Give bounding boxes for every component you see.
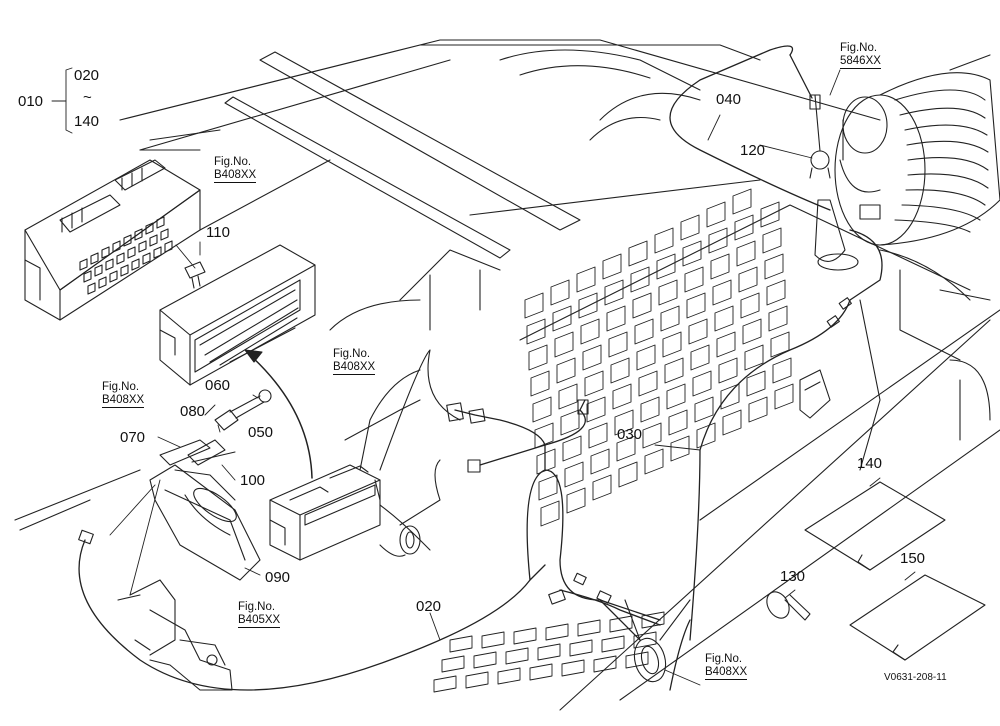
part-label-110: 110 bbox=[206, 224, 230, 241]
lamp-bulb bbox=[214, 389, 272, 431]
fuse-box-lid bbox=[159, 244, 316, 386]
part-label-020: 020 bbox=[416, 598, 442, 615]
fig-ref-battery: Fig.No. B408XX bbox=[333, 348, 376, 376]
fuse-box bbox=[24, 159, 201, 321]
part-label-020-range: 020 bbox=[74, 67, 100, 84]
fig-ref-prefix: Fig.No. bbox=[102, 381, 140, 393]
part-label-050: 050 bbox=[248, 424, 274, 441]
fig-ref-prefix: Fig.No. bbox=[214, 156, 252, 168]
lamp-gasket bbox=[159, 439, 236, 466]
fig-ref-number: B408XX bbox=[102, 394, 145, 409]
battery-box bbox=[269, 464, 381, 561]
machine-body-outline bbox=[119, 39, 1000, 711]
part-label-080: 080 bbox=[180, 403, 206, 420]
fig-ref-prefix: Fig.No. bbox=[333, 348, 371, 360]
fig-ref-number: B405XX bbox=[238, 614, 281, 629]
harness-040 bbox=[669, 45, 831, 211]
part-label-060: 060 bbox=[205, 377, 231, 394]
range-tilde: ~ bbox=[83, 89, 92, 106]
part-label-040: 040 bbox=[716, 91, 742, 108]
assembly-arrow bbox=[249, 354, 313, 479]
fig-ref-number: B408XX bbox=[705, 666, 748, 681]
connector-clip bbox=[799, 369, 831, 419]
fig-ref-number: 5846XX bbox=[840, 55, 881, 70]
fig-ref-number: B408XX bbox=[333, 361, 376, 376]
leader-lines bbox=[51, 67, 916, 686]
fig-ref-bottom: Fig.No. B408XX bbox=[705, 653, 748, 681]
part-label-010: 010 bbox=[18, 93, 44, 110]
fig-ref-prefix: Fig.No. bbox=[705, 653, 743, 665]
fig-ref-lamp: Fig.No. B405XX bbox=[238, 601, 281, 629]
fig-ref-fuse-box-left: Fig.No. B408XX bbox=[102, 381, 145, 409]
part-label-150: 150 bbox=[900, 550, 926, 567]
label-sheet-150 bbox=[849, 574, 986, 661]
part-label-030: 030 bbox=[617, 426, 643, 443]
part-label-070: 070 bbox=[120, 429, 146, 446]
part-label-120: 120 bbox=[740, 142, 766, 159]
engine-grille bbox=[524, 188, 794, 527]
part-label-090: 090 bbox=[265, 569, 291, 586]
part-label-140: 140 bbox=[857, 455, 883, 472]
hose-clamp bbox=[624, 599, 691, 683]
part-label-140-range: 140 bbox=[74, 113, 100, 130]
battery-leads bbox=[344, 349, 461, 557]
drawing-code: V0631-208-11 bbox=[884, 672, 947, 683]
sensor-120 bbox=[809, 94, 831, 179]
cable-tie bbox=[766, 591, 811, 621]
fig-ref-air-cleaner: Fig.No. 5846XX bbox=[840, 42, 881, 70]
part-label-100: 100 bbox=[240, 472, 266, 489]
fig-ref-fuse-box-top: Fig.No. B408XX bbox=[214, 156, 257, 184]
lower-vent-pattern bbox=[433, 611, 665, 693]
fig-ref-prefix: Fig.No. bbox=[238, 601, 276, 613]
harness-020 bbox=[78, 399, 661, 691]
air-cleaner bbox=[814, 54, 1000, 271]
part-label-130: 130 bbox=[780, 568, 806, 585]
relay bbox=[184, 261, 206, 289]
lamp-bracket bbox=[117, 579, 233, 691]
label-sheet-140 bbox=[804, 481, 946, 571]
harness-030 bbox=[669, 229, 883, 691]
fig-ref-prefix: Fig.No. bbox=[840, 42, 878, 54]
connectors bbox=[78, 297, 852, 605]
fig-ref-number: B408XX bbox=[214, 169, 257, 184]
